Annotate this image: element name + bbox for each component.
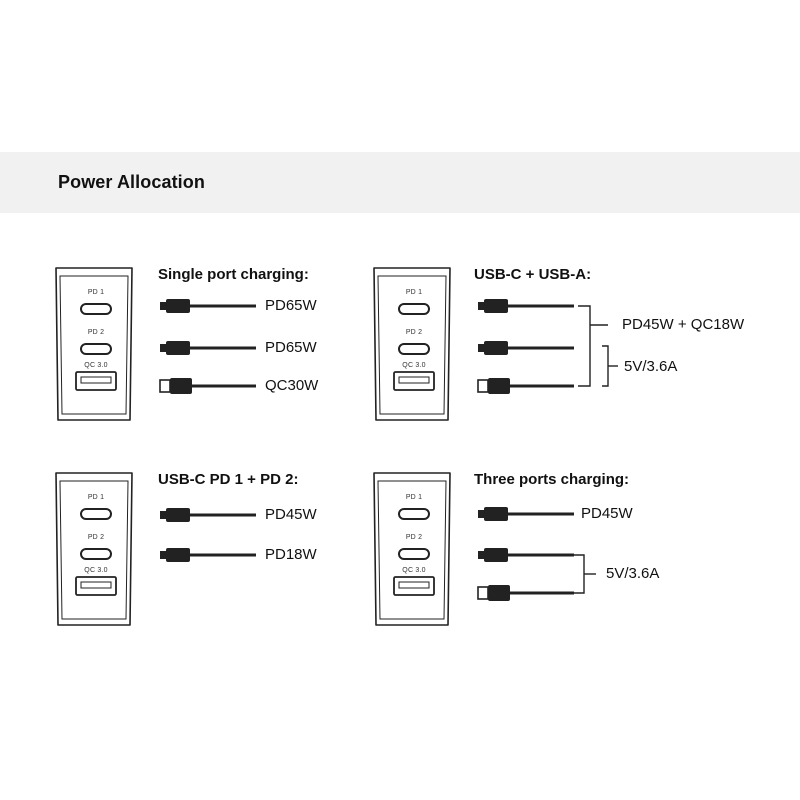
header-band [0, 152, 800, 213]
panel-single-port: PD 1 PD 2 QC 3.0 Single port charging: P… [50, 262, 420, 442]
usb-a-port-icon [393, 576, 435, 596]
usb-c-cable-icon [160, 341, 256, 355]
charger-icon [373, 267, 451, 421]
panel-title: Single port charging: [158, 266, 309, 283]
usb-a-cable-icon [159, 378, 256, 394]
outer-bracket [578, 305, 608, 387]
usb-c-port-icon [80, 508, 112, 520]
port-label-pd1: PD 1 [405, 289, 423, 296]
usb-c-port-icon [80, 548, 112, 560]
port-label-pd1: PD 1 [87, 494, 105, 501]
usb-c-cable-icon [478, 341, 574, 355]
panel-pd1-pd2: PD 1 PD 2 QC 3.0 USB-C PD 1 + PD 2: PD45… [50, 467, 420, 647]
usb-a-port-icon [393, 371, 435, 391]
port-label-pd2: PD 2 [405, 329, 423, 336]
port-label-qc: QC 3.0 [84, 567, 108, 574]
usb-c-port-icon [398, 343, 430, 355]
usb-c-port-icon [80, 303, 112, 315]
power-label: PD45W [265, 506, 317, 523]
port-label-qc: QC 3.0 [402, 362, 426, 369]
usb-c-cable-icon [478, 507, 574, 521]
charger-icon [373, 472, 451, 626]
usb-c-cable-icon [160, 299, 256, 313]
port-label-pd1: PD 1 [405, 494, 423, 501]
usb-c-cable-icon [160, 548, 256, 562]
usb-a-port-icon [75, 576, 117, 596]
port-label-pd1: PD 1 [87, 289, 105, 296]
usb-c-cable-icon [478, 548, 574, 562]
power-label: PD45W [581, 505, 633, 522]
power-label: PD65W [265, 339, 317, 356]
usb-c-port-icon [398, 508, 430, 520]
page-title: Power Allocation [58, 172, 205, 192]
panel-title: Three ports charging: [474, 471, 630, 488]
port-label-pd2: PD 2 [405, 534, 423, 541]
charger-icon [55, 267, 133, 421]
usb-c-port-icon [398, 303, 430, 315]
panel-title: USB-C PD 1 + PD 2: [158, 471, 299, 488]
power-label: 5V/3.6A [624, 358, 678, 375]
panel-three-ports: PD 1 PD 2 QC 3.0 Three ports charging: P… [368, 467, 738, 647]
usb-a-cable-icon [477, 378, 574, 394]
port-label-pd2: PD 2 [87, 329, 105, 336]
panel-title: USB-C + USB-A: [474, 266, 592, 283]
port-label-pd2: PD 2 [87, 534, 105, 541]
usb-a-cable-icon [477, 585, 574, 601]
usb-c-port-icon [80, 343, 112, 355]
usb-c-cable-icon [160, 508, 256, 522]
power-label: 5V/3.6A [606, 565, 660, 582]
inner-bracket [602, 345, 618, 387]
usb-a-port-icon [75, 371, 117, 391]
usb-c-cable-icon [478, 299, 574, 313]
port-label-qc: QC 3.0 [402, 567, 426, 574]
power-label: PD65W [265, 297, 317, 314]
usb-c-port-icon [398, 548, 430, 560]
panel-usb-c-usb-a: PD 1 PD 2 QC 3.0 USB-C + USB-A: PD45W + … [368, 262, 744, 442]
power-label: PD45W + QC18W [622, 316, 745, 333]
charger-icon [55, 472, 133, 626]
port-label-qc: QC 3.0 [84, 362, 108, 369]
bracket [574, 554, 596, 594]
power-label: PD18W [265, 546, 317, 563]
power-label: QC30W [265, 377, 319, 394]
